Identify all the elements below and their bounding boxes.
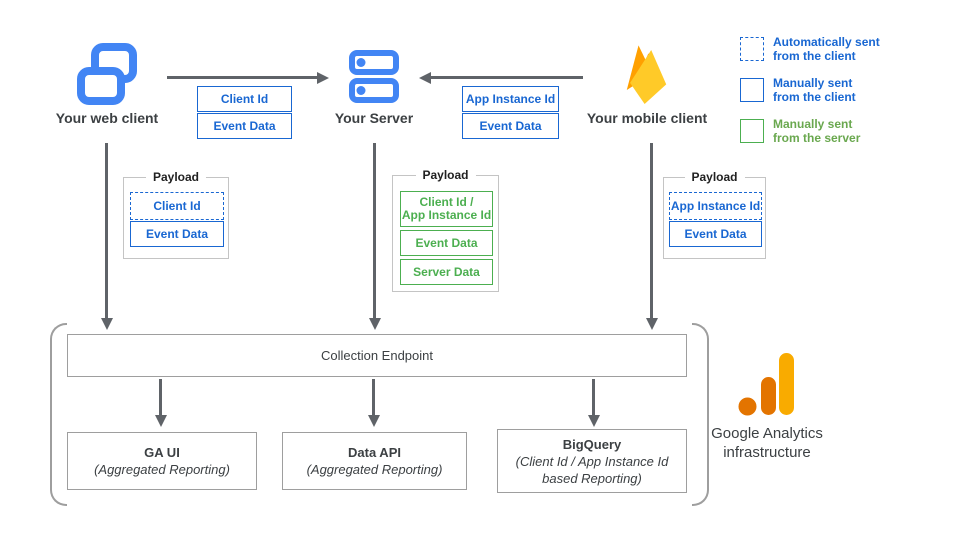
data-api-box: Data API (Aggregated Reporting)	[282, 432, 467, 490]
bigquery-subtitle: (Client Id / App Instance Id based Repor…	[515, 453, 669, 486]
data-api-subtitle: (Aggregated Reporting)	[306, 462, 443, 477]
flow-label-app-instance-id: App Instance Id	[462, 86, 559, 112]
arrow-bigquery-line	[592, 379, 595, 416]
arrow-dataapi-line	[372, 379, 375, 416]
legend-swatch-manual-server	[740, 119, 764, 143]
infrastructure-bracket-right	[692, 323, 709, 506]
arrow-web-to-server-head	[317, 71, 329, 84]
legend-swatch-auto-client	[740, 37, 764, 61]
ga-ui-title: GA UI	[144, 445, 180, 460]
arrow-web-down-line	[105, 143, 108, 319]
payload-item-event-data: Event Data	[669, 221, 762, 247]
flow-label-event-data: Event Data	[197, 113, 292, 139]
payload-item-client-id: Client Id	[130, 192, 224, 220]
arrow-web-down-head	[100, 318, 113, 330]
payload-title: Payload	[415, 168, 476, 182]
flow-label-event-data-2: Event Data	[462, 113, 559, 139]
payload-box-mobile: Payload App Instance Id Event Data	[663, 170, 766, 259]
arrow-gaui-head	[154, 415, 167, 427]
web-client-label: Your web client	[55, 110, 159, 126]
arrow-gaui-line	[159, 379, 162, 416]
ga-ui-box: GA UI (Aggregated Reporting)	[67, 432, 257, 490]
google-analytics-icon	[738, 353, 794, 416]
payload-box-server: Payload Client Id / App Instance Id Even…	[392, 168, 499, 292]
data-api-title: Data API	[348, 445, 401, 460]
server-icon	[349, 50, 399, 103]
payload-item-server-data: Server Data	[400, 259, 493, 285]
arrow-mobile-to-server-head	[419, 71, 431, 84]
arrow-server-down-head	[368, 318, 381, 330]
arrow-server-down-line	[373, 143, 376, 319]
payload-title: Payload	[684, 170, 745, 184]
infrastructure-bracket-left	[50, 323, 67, 506]
ga-ui-subtitle: (Aggregated Reporting)	[94, 462, 230, 477]
arrow-mobile-down-head	[645, 318, 658, 330]
bigquery-box: BigQuery (Client Id / App Instance Id ba…	[497, 429, 687, 493]
web-client-icon	[77, 43, 137, 105]
infrastructure-caption: Google Analytics infrastructure	[711, 425, 823, 461]
legend-label-manual-server: Manually sent from the server	[773, 117, 861, 145]
server-label: Your Server	[334, 110, 414, 126]
legend-label-auto-client: Automatically sent from the client	[773, 35, 880, 63]
legend-swatch-manual-client	[740, 78, 764, 102]
payload-item-client-app-id: Client Id / App Instance Id	[400, 191, 493, 227]
payload-title: Payload	[145, 170, 207, 184]
collection-endpoint-box: Collection Endpoint	[67, 334, 687, 377]
bigquery-title: BigQuery	[562, 436, 622, 452]
arrow-bigquery-head	[587, 415, 600, 427]
arrow-dataapi-head	[367, 415, 380, 427]
firebase-icon	[626, 45, 667, 105]
flow-label-client-id: Client Id	[197, 86, 292, 112]
arrow-web-to-server-line	[167, 76, 317, 79]
arrow-mobile-down-line	[650, 143, 653, 319]
payload-item-event-data: Event Data	[400, 230, 493, 256]
payload-item-app-instance-id: App Instance Id	[669, 192, 762, 220]
mobile-client-label: Your mobile client	[586, 110, 708, 126]
payload-item-event-data: Event Data	[130, 221, 224, 247]
legend-label-manual-client: Manually sent from the client	[773, 76, 856, 104]
collection-endpoint-label: Collection Endpoint	[320, 348, 434, 363]
arrow-mobile-to-server-line	[431, 76, 583, 79]
payload-box-web: Payload Client Id Event Data	[123, 170, 229, 259]
